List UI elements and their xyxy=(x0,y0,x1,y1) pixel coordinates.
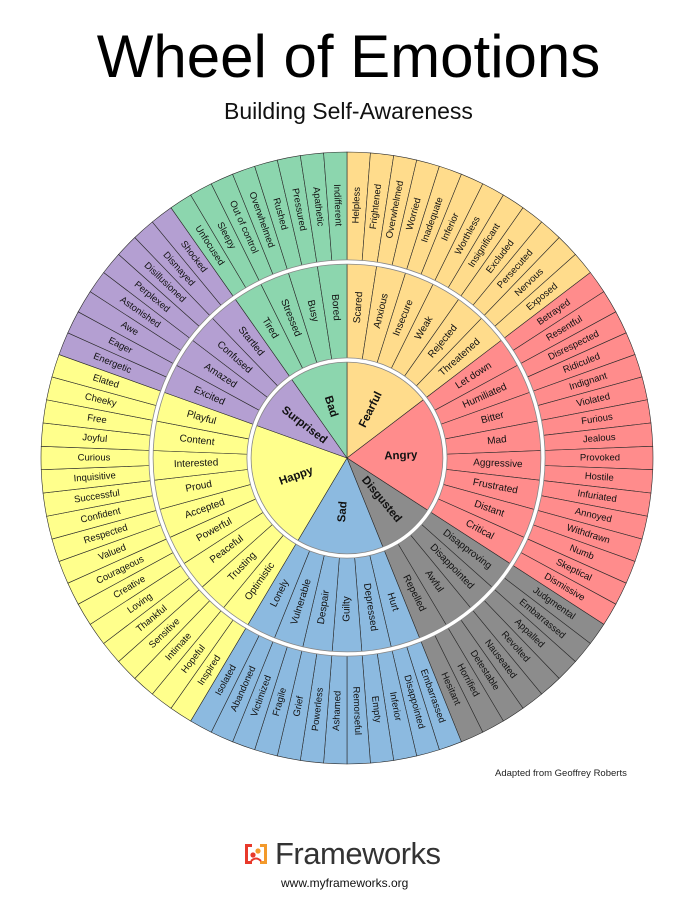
middle-emotion-label: Guilty xyxy=(342,596,353,622)
middle-emotion-label: Scared xyxy=(352,291,365,323)
outer-emotion-label: Hostile xyxy=(584,471,614,484)
middle-emotion-label: Despair xyxy=(316,589,332,625)
brand-name: Frameworks xyxy=(275,836,441,871)
frameworks-logo: Frameworks xyxy=(243,836,441,872)
outer-emotion-label: Powerless xyxy=(310,687,326,732)
outer-emotion-label: Ashamed xyxy=(331,691,344,732)
outer-emotion-label: Curious xyxy=(78,453,111,464)
middle-emotion-label: Interested xyxy=(174,457,219,470)
credit-text: Adapted from Geoffrey Roberts xyxy=(495,768,627,779)
middle-emotion-label: Content xyxy=(179,433,215,448)
middle-emotion-label: Mad xyxy=(487,434,508,447)
frameworks-logo-icon xyxy=(245,844,267,864)
outer-emotion-label: Indifferent xyxy=(331,184,344,227)
outer-emotion-label: Frightened xyxy=(368,183,384,229)
website-link[interactable]: www.myframeworks.org xyxy=(281,876,409,890)
middle-emotion-label: Aggressive xyxy=(473,457,523,470)
outer-emotion-label: Joyful xyxy=(82,432,108,445)
outer-emotion-label: Remorseful xyxy=(350,686,363,735)
outer-emotion-label: Inquisitive xyxy=(73,470,116,484)
core-emotion-label: Angry xyxy=(384,449,418,462)
core-emotion-label: Sad xyxy=(336,501,350,523)
outer-emotion-label: Apathetic xyxy=(310,186,325,227)
outer-emotion-label: Grief xyxy=(291,695,306,718)
middle-emotion-label: Bored xyxy=(329,294,342,321)
page-title: Wheel of Emotions xyxy=(96,23,601,90)
middle-emotion-label: Hurt xyxy=(384,591,400,613)
middle-emotion-label: Busy xyxy=(305,299,321,323)
outer-emotion-label: Free xyxy=(86,412,107,426)
middle-emotion-label: Proud xyxy=(185,479,213,495)
outer-emotion-label: Helpless xyxy=(350,187,362,224)
ring-separator xyxy=(247,358,447,558)
outer-emotion-label: Jealous xyxy=(583,432,617,445)
outer-emotion-label: Empty xyxy=(369,695,383,723)
outer-emotion-label: Provoked xyxy=(580,453,620,464)
page-subtitle: Building Self-Awareness xyxy=(224,98,473,124)
outer-emotion-label: Furious xyxy=(581,411,614,427)
ring-separator xyxy=(149,260,545,656)
